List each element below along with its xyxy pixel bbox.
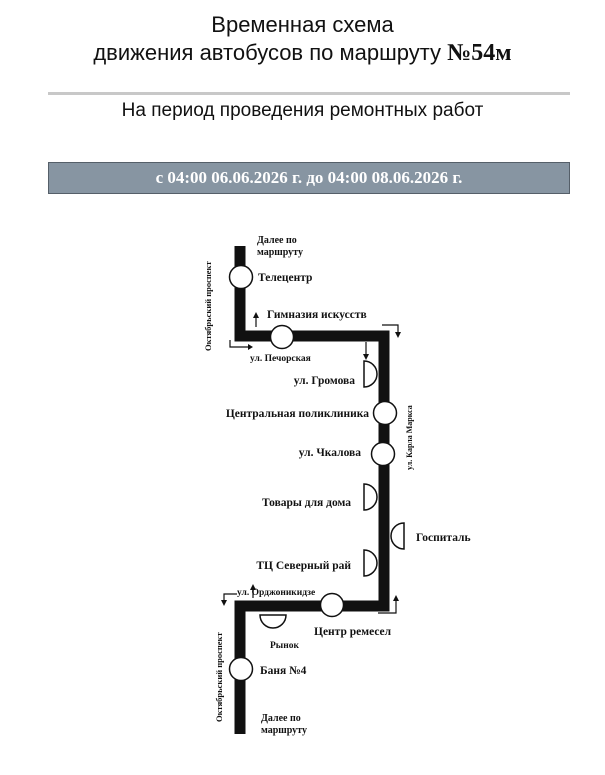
period-banner: с 04:00 06.06.2026 г. до 04:00 08.06.202… <box>48 162 570 194</box>
stop-label-polyclinic: Центральная поликлиника <box>226 408 369 420</box>
continue-bottom-line1: Далее по <box>261 713 301 724</box>
continue-top-line2: маршруту <box>257 247 303 258</box>
subtitle: На период проведения ремонтных работ <box>121 100 484 121</box>
stop-circle-gymnasium <box>269 324 295 350</box>
route-line <box>234 246 390 734</box>
stop-circle-polyclinic <box>372 400 398 426</box>
route-title-prefix: движения автобусов по маршруту <box>93 40 448 65</box>
stop-circle-telecenter <box>228 264 254 290</box>
stop-circle-remesel <box>319 592 345 618</box>
arrow-bottom-right <box>378 600 397 614</box>
stop-label-tovary: Товары для дома <box>262 497 351 509</box>
arrow-top-left <box>229 340 248 348</box>
stop-circle-chkalova <box>370 441 396 467</box>
stop-label-chkalova: ул. Чкалова <box>299 447 362 459</box>
route-title: движения автобусов по маршруту №54м <box>0 40 605 67</box>
continue-top-line1: Далее по <box>257 235 297 246</box>
stop-label-gospital: Госпиталь <box>416 532 471 544</box>
stop-half-gospital <box>390 522 405 550</box>
stop-label-remesel: Центр ремесел <box>314 626 392 638</box>
arrow-heads <box>221 312 401 606</box>
stop-circle-banya <box>228 656 254 682</box>
stop-label-gromova: ул. Громова <box>294 375 356 387</box>
street-karla-marksa: ул. Карла Маркса <box>405 405 414 470</box>
route-number: №54м <box>447 40 512 66</box>
stop-label-banya: Баня №4 <box>260 665 307 677</box>
stop-label-gymnasium: Гимназия искусств <box>267 309 367 321</box>
stop-label-telecenter: Телецентр <box>258 272 312 284</box>
page-title: Временная схема <box>211 12 394 37</box>
stop-half-gromova <box>363 360 378 388</box>
street-pechorskaya: ул. Печорская <box>250 354 311 364</box>
direction-arrows <box>223 317 399 614</box>
header-divider <box>48 92 570 95</box>
street-oktyabrsky-bottom: Октябрьский проспект <box>214 632 224 722</box>
stop-label-severny: ТЦ Северный рай <box>256 560 351 572</box>
stop-half-rynok <box>259 614 287 629</box>
arrow-bottom-left <box>223 593 237 600</box>
stop-half-severny <box>363 549 378 577</box>
continue-bottom-line2: маршруту <box>261 725 307 736</box>
stop-label-rynok: Рынок <box>270 641 299 651</box>
street-ordzhonikidze: ул. Орджоникидзе <box>237 588 315 598</box>
street-oktyabrsky-top: Октябрьский проспект <box>203 261 213 351</box>
arrow-top-right <box>382 324 399 333</box>
stop-half-tovary <box>363 483 378 511</box>
